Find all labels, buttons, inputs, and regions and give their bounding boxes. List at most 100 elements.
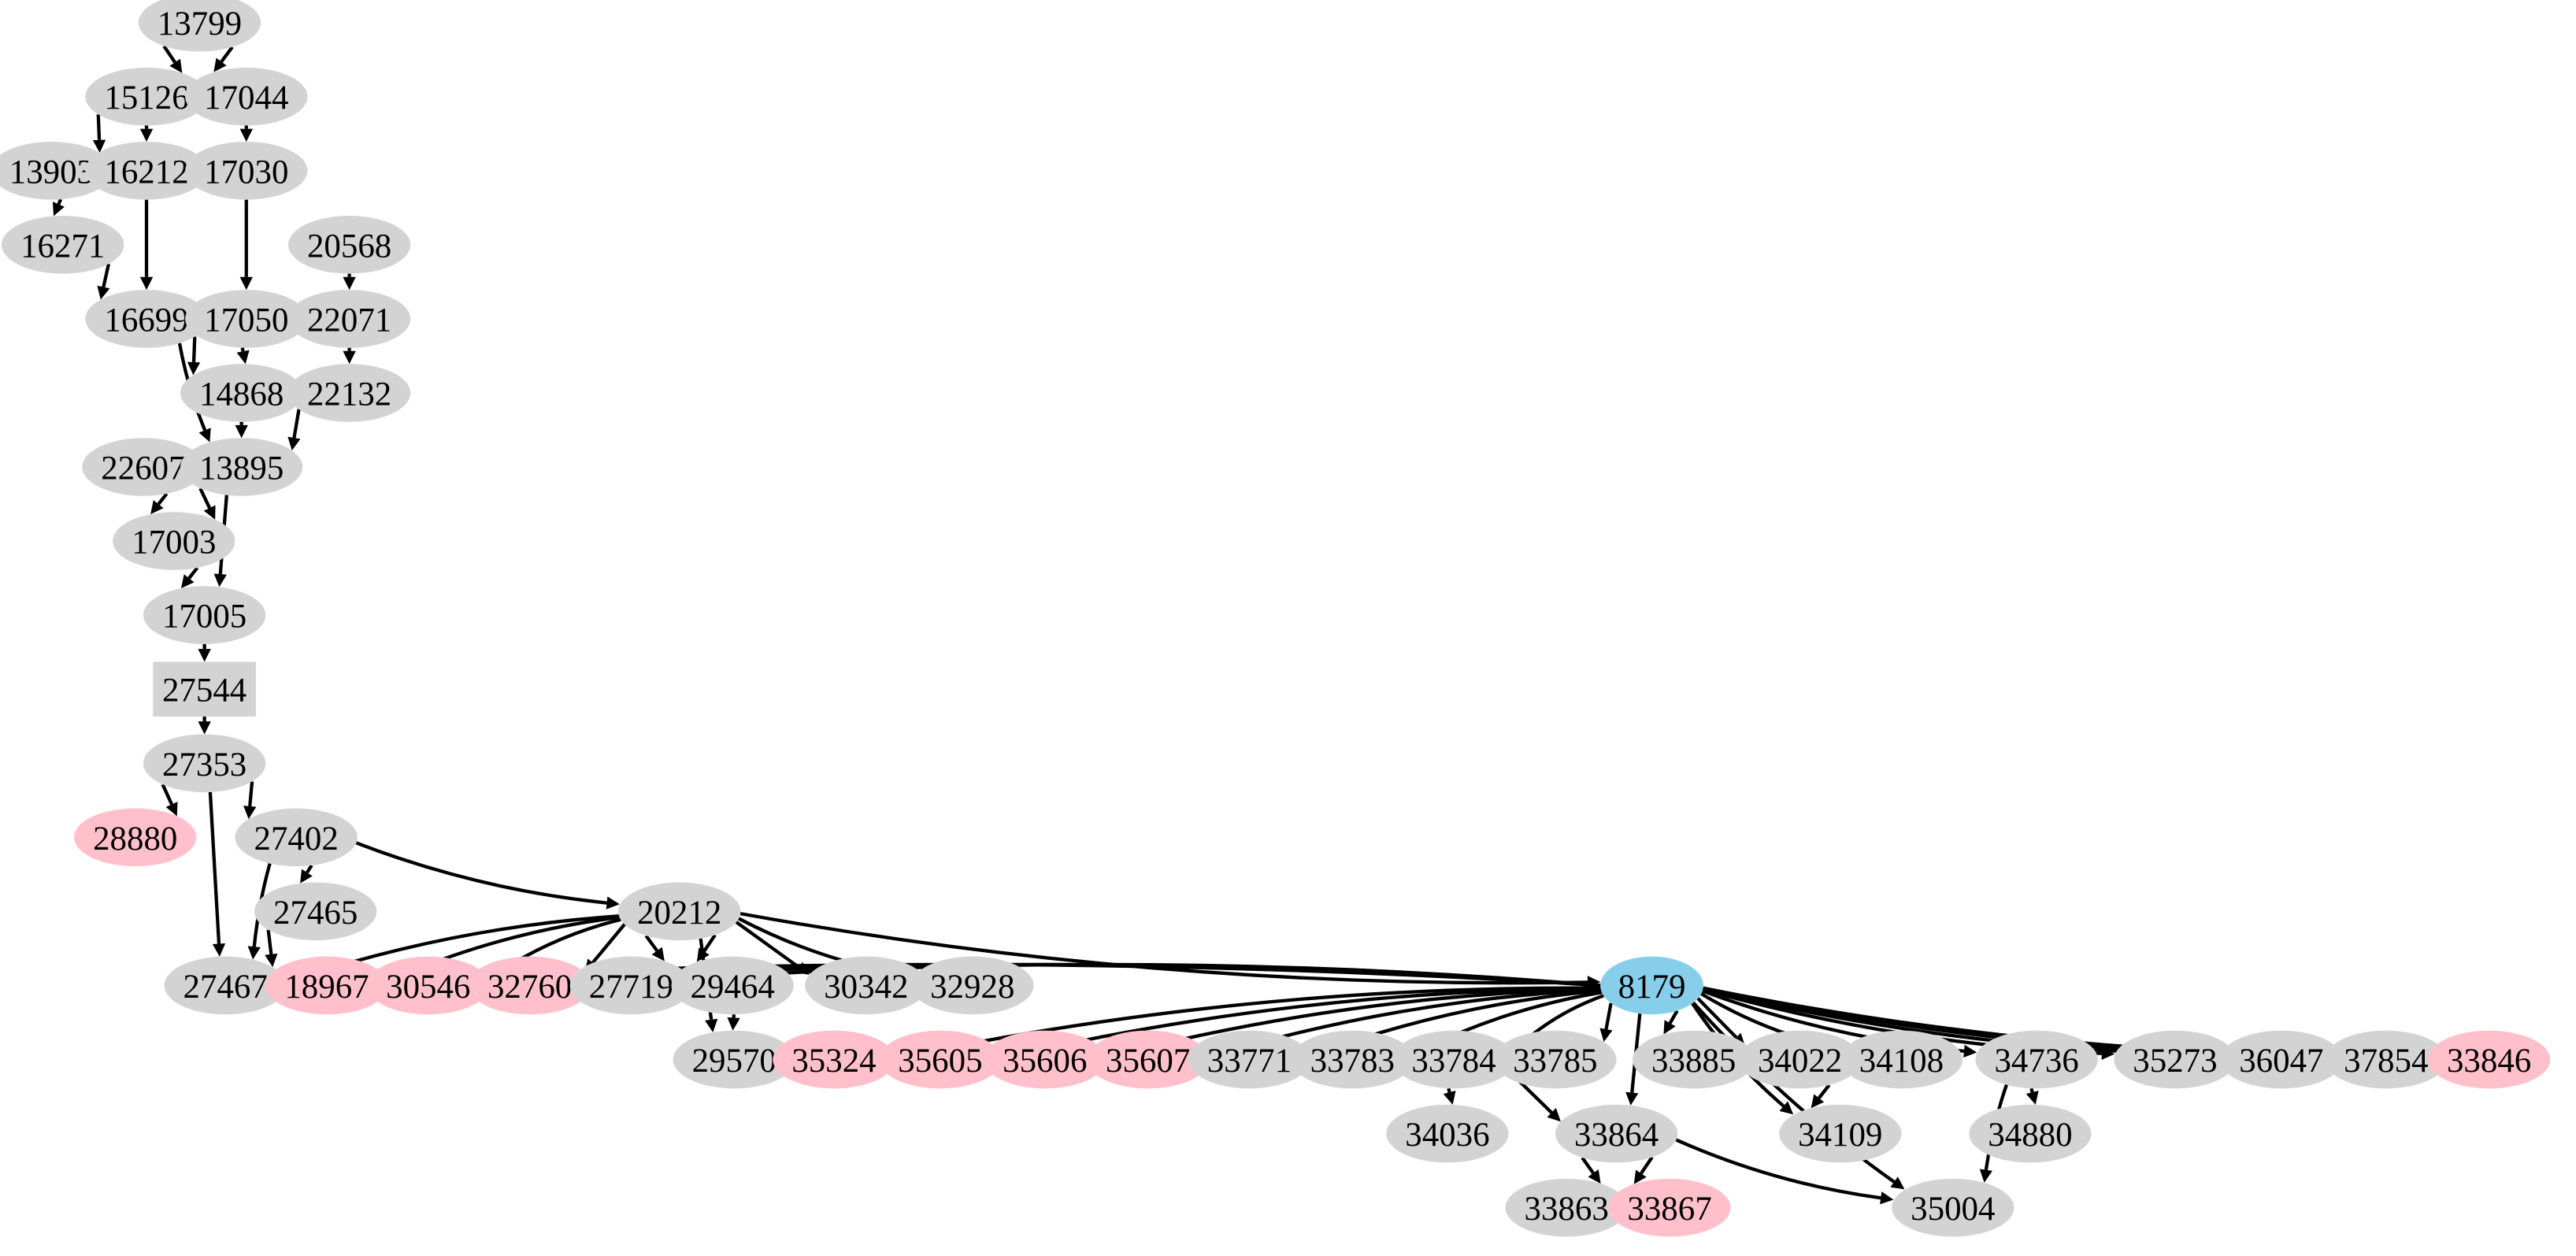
graph-node[interactable]: 33785 (1494, 1030, 1617, 1089)
node-shape-ellipse[interactable] (82, 438, 205, 496)
node-shape-ellipse[interactable] (1969, 1104, 2092, 1163)
graph-node[interactable]: 17044 (185, 67, 308, 126)
node-shape-ellipse[interactable] (287, 216, 411, 274)
graph-node[interactable]: 22132 (287, 364, 411, 422)
node-shape-ellipse[interactable] (0, 141, 113, 200)
node-shape-ellipse[interactable] (569, 956, 693, 1015)
node-shape-ellipse[interactable] (2427, 1030, 2551, 1089)
graph-edge (208, 791, 221, 944)
graph-node[interactable]: 17005 (143, 586, 266, 644)
node-shape-ellipse[interactable] (984, 1030, 1106, 1089)
node-shape-ellipse[interactable] (911, 956, 1034, 1015)
graph-node[interactable]: 35324 (773, 1030, 895, 1089)
node-shape-ellipse[interactable] (1600, 956, 1703, 1015)
node-shape-ellipse[interactable] (618, 882, 741, 941)
graph-node[interactable]: 35273 (2114, 1030, 2237, 1089)
graph-node[interactable]: 17030 (185, 141, 308, 200)
node-shape-ellipse[interactable] (1632, 1030, 1755, 1089)
node-shape-ellipse[interactable] (1291, 1030, 1414, 1089)
node-shape-ellipse[interactable] (85, 290, 208, 348)
graph-node[interactable]: 34736 (1975, 1030, 2098, 1089)
graph-node[interactable]: 20212 (618, 882, 741, 941)
node-shape-ellipse[interactable] (1086, 1030, 1210, 1089)
node-shape-ellipse[interactable] (2, 216, 124, 274)
node-shape-ellipse[interactable] (185, 141, 308, 200)
node-shape-ellipse[interactable] (879, 1030, 1002, 1089)
node-shape-ellipse[interactable] (2325, 1030, 2448, 1089)
node-shape-ellipse[interactable] (1975, 1030, 2098, 1089)
graph-node[interactable]: 27402 (235, 808, 358, 867)
graph-edge-arrowhead (1779, 1101, 1794, 1115)
node-shape-ellipse[interactable] (85, 67, 208, 126)
node-shape-ellipse[interactable] (1840, 1030, 1963, 1089)
graph-node[interactable]: 20568 (287, 216, 411, 274)
graph-node[interactable]: 14868 (180, 364, 303, 422)
graph-node[interactable]: 34880 (1969, 1104, 2092, 1163)
node-shape-ellipse[interactable] (468, 956, 591, 1015)
graph-node[interactable]: 30342 (805, 956, 928, 1015)
node-shape-ellipse[interactable] (143, 734, 266, 793)
node-shape-ellipse[interactable] (85, 141, 208, 200)
node-shape-ellipse[interactable] (671, 956, 794, 1015)
node-shape-ellipse[interactable] (143, 586, 266, 644)
node-shape-ellipse[interactable] (113, 512, 235, 570)
graph-node[interactable]: 33867 (1608, 1178, 1731, 1237)
node-shape-ellipse[interactable] (673, 1030, 795, 1089)
graph-edge (102, 263, 111, 287)
graph-edge-arrowhead (187, 361, 201, 376)
graph-node[interactable]: 13895 (180, 438, 303, 496)
graph-node[interactable]: 35004 (1892, 1178, 2014, 1237)
node-shape-ellipse[interactable] (2220, 1030, 2343, 1089)
node-shape-ellipse[interactable] (1555, 1104, 1678, 1163)
graph-node[interactable]: 34108 (1840, 1030, 1963, 1089)
graph-node[interactable]: 8179 (1600, 956, 1703, 1015)
edges-layer (52, 45, 2429, 1205)
graph-edge-arrowhead (52, 202, 65, 217)
node-shape-ellipse[interactable] (164, 956, 287, 1015)
graph-node[interactable]: 33864 (1555, 1104, 1678, 1163)
graph-edge (161, 784, 174, 806)
node-shape-ellipse[interactable] (367, 956, 490, 1015)
graph-node[interactable]: 17003 (113, 512, 235, 570)
node-shape-ellipse[interactable] (235, 808, 358, 867)
node-shape-ellipse[interactable] (1494, 1030, 1617, 1089)
node-shape-ellipse[interactable] (254, 882, 377, 941)
graph-node[interactable]: 34036 (1386, 1104, 1509, 1163)
graph-node[interactable]: 34109 (1779, 1104, 1902, 1163)
node-shape-ellipse[interactable] (265, 956, 388, 1015)
node-shape-ellipse[interactable] (1892, 1178, 2014, 1237)
node-shape-ellipse[interactable] (74, 808, 197, 867)
node-shape-ellipse[interactable] (773, 1030, 895, 1089)
node-shape-ellipse[interactable] (180, 438, 303, 496)
node-shape-ellipse[interactable] (185, 67, 308, 126)
graph-node[interactable]: 27353 (143, 734, 266, 793)
node-shape-ellipse[interactable] (1188, 1030, 1311, 1089)
node-shape-ellipse[interactable] (1386, 1104, 1509, 1163)
graph-node[interactable]: 13799 (138, 0, 261, 52)
node-shape-rect[interactable] (153, 661, 257, 717)
node-shape-ellipse[interactable] (1738, 1030, 1862, 1089)
node-shape-ellipse[interactable] (287, 364, 411, 422)
graph-node[interactable]: 35605 (879, 1030, 1002, 1089)
graph-node[interactable]: 16271 (2, 216, 124, 274)
graph-edge-arrowhead (1443, 1091, 1456, 1105)
graph-node[interactable]: 33885 (1632, 1030, 1755, 1089)
node-shape-ellipse[interactable] (180, 364, 303, 422)
graph-node[interactable]: 27465 (254, 882, 377, 941)
graph-node[interactable]: 33846 (2427, 1030, 2551, 1089)
graph-node[interactable]: 27544 (153, 661, 257, 717)
graph-node[interactable]: 29464 (671, 956, 794, 1015)
node-shape-ellipse[interactable] (1608, 1178, 1731, 1237)
node-shape-ellipse[interactable] (287, 290, 411, 348)
node-shape-ellipse[interactable] (1392, 1030, 1515, 1089)
graph-node[interactable]: 22071 (287, 290, 411, 348)
graph-node[interactable]: 36047 (2220, 1030, 2343, 1089)
graph-node[interactable]: 32928 (911, 956, 1034, 1015)
node-shape-ellipse[interactable] (138, 0, 261, 52)
node-shape-ellipse[interactable] (2114, 1030, 2237, 1089)
node-shape-ellipse[interactable] (1505, 1178, 1628, 1237)
node-shape-ellipse[interactable] (1779, 1104, 1902, 1163)
node-shape-ellipse[interactable] (185, 290, 308, 348)
graph-node[interactable]: 28880 (74, 808, 197, 867)
node-shape-ellipse[interactable] (805, 956, 928, 1015)
